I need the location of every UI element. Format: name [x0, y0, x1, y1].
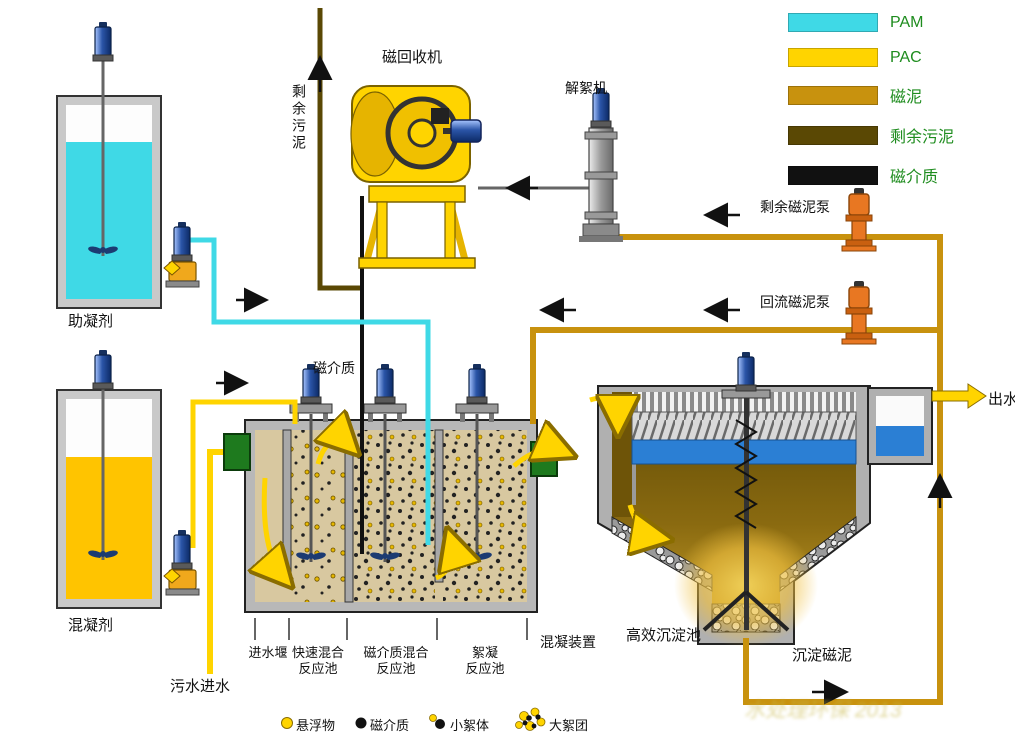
bottom-legend-medium: 磁介质 [370, 718, 410, 733]
legend-label-pam: PAM [890, 13, 924, 31]
label-excess-mud-pump: 剩余磁泥泵 [760, 199, 830, 215]
pam-dosing-pump [164, 222, 199, 287]
pam-pipe [190, 237, 431, 545]
excess-sludge-pipe [317, 8, 364, 291]
label-excess-sludge: 剩余污泥 [291, 84, 307, 152]
legend-swatch-excess-sludge [788, 125, 878, 145]
large-floc-icon [515, 707, 546, 731]
pac-pipe [190, 399, 298, 548]
magnetic-recovery-machine [350, 85, 482, 269]
legend-row-pam: PAM [788, 13, 954, 32]
bottom-legend-small-floc: 小絮体 [450, 718, 490, 733]
label-flocculation: 絮凝 反应池 [465, 645, 505, 677]
label-influent: 污水进水 [170, 678, 231, 695]
legend: PAM PAC 磁泥 剩余污泥 磁介质 [788, 13, 954, 203]
label-sediment-mud: 沉淀磁泥 [792, 647, 853, 664]
watermark: 水处理环保 2013 [744, 699, 902, 722]
mixer-motor-icon [92, 349, 114, 390]
legend-label-magnetic-mud: 磁泥 [890, 89, 923, 106]
sedimentation-tank [597, 351, 933, 647]
effluent-arrow [931, 383, 987, 409]
return-mud-pipe [530, 327, 940, 424]
flow-arrows-black [216, 55, 953, 705]
label-medium-mix: 磁介质混合 反应池 [363, 645, 429, 677]
legend-row-excess-sludge: 剩余污泥 [788, 123, 954, 147]
label-magnetic-medium-feed: 磁介质 [313, 360, 355, 376]
return-mud-pump [841, 280, 877, 345]
legend-swatch-magnetic-mud [788, 85, 878, 105]
small-floc-icon [429, 714, 445, 729]
label-inlet-weir: 进水堰 [248, 645, 288, 660]
legend-label-magnetic-medium: 磁介质 [890, 169, 939, 186]
deflocculator-machine [579, 87, 623, 242]
mixing-tank [244, 363, 538, 640]
magnetic-medium-dot-icon [355, 717, 367, 729]
label-rapid-mix: 快速混合 反应池 [291, 645, 344, 677]
legend-label-pac: PAC [890, 48, 922, 66]
label-coagulant: 混凝剂 [68, 617, 114, 634]
bottom-legend-suspended: 悬浮物 [296, 718, 336, 733]
legend-row-magnetic-medium: 磁介质 [788, 163, 954, 187]
inlet-flange [223, 433, 251, 471]
flow-arrows-yellow [264, 398, 660, 578]
legend-row-pac: PAC [788, 48, 954, 67]
legend-row-magnetic-mud: 磁泥 [788, 83, 954, 107]
scraper-mechanism [702, 351, 790, 632]
legend-label-excess-sludge: 剩余污泥 [890, 129, 955, 146]
magnetic-mud-pipe [612, 234, 943, 705]
mixer-motor-icon [92, 21, 114, 62]
label-coagulation-unit: 混凝装置 [540, 634, 596, 650]
compartment-brackets [254, 618, 528, 640]
bottom-legend-symbols [281, 707, 546, 731]
suspended-solids-dot-icon [281, 717, 293, 729]
label-sedimentation-tank: 高效沉淀池 [626, 627, 702, 644]
legend-swatch-magnetic-medium [788, 165, 878, 185]
coagulant-tank [56, 349, 162, 609]
label-coagulant-aid: 助凝剂 [68, 313, 114, 330]
legend-swatch-pam [788, 13, 878, 32]
label-magnetic-recovery: 磁回收机 [382, 49, 443, 66]
sewage-inlet-pipe [207, 449, 238, 674]
drum-motor-icon [450, 119, 482, 143]
coagulant-aid-tank [56, 21, 162, 309]
bottom-legend-large-floc: 大絮团 [549, 718, 589, 733]
legend-swatch-pac [788, 48, 878, 67]
effluent-channel [867, 387, 933, 465]
label-effluent: 出水 [988, 391, 1015, 408]
label-return-mud-pump: 回流磁泥泵 [760, 294, 830, 310]
label-deflocculator: 解絮机 [565, 80, 607, 96]
